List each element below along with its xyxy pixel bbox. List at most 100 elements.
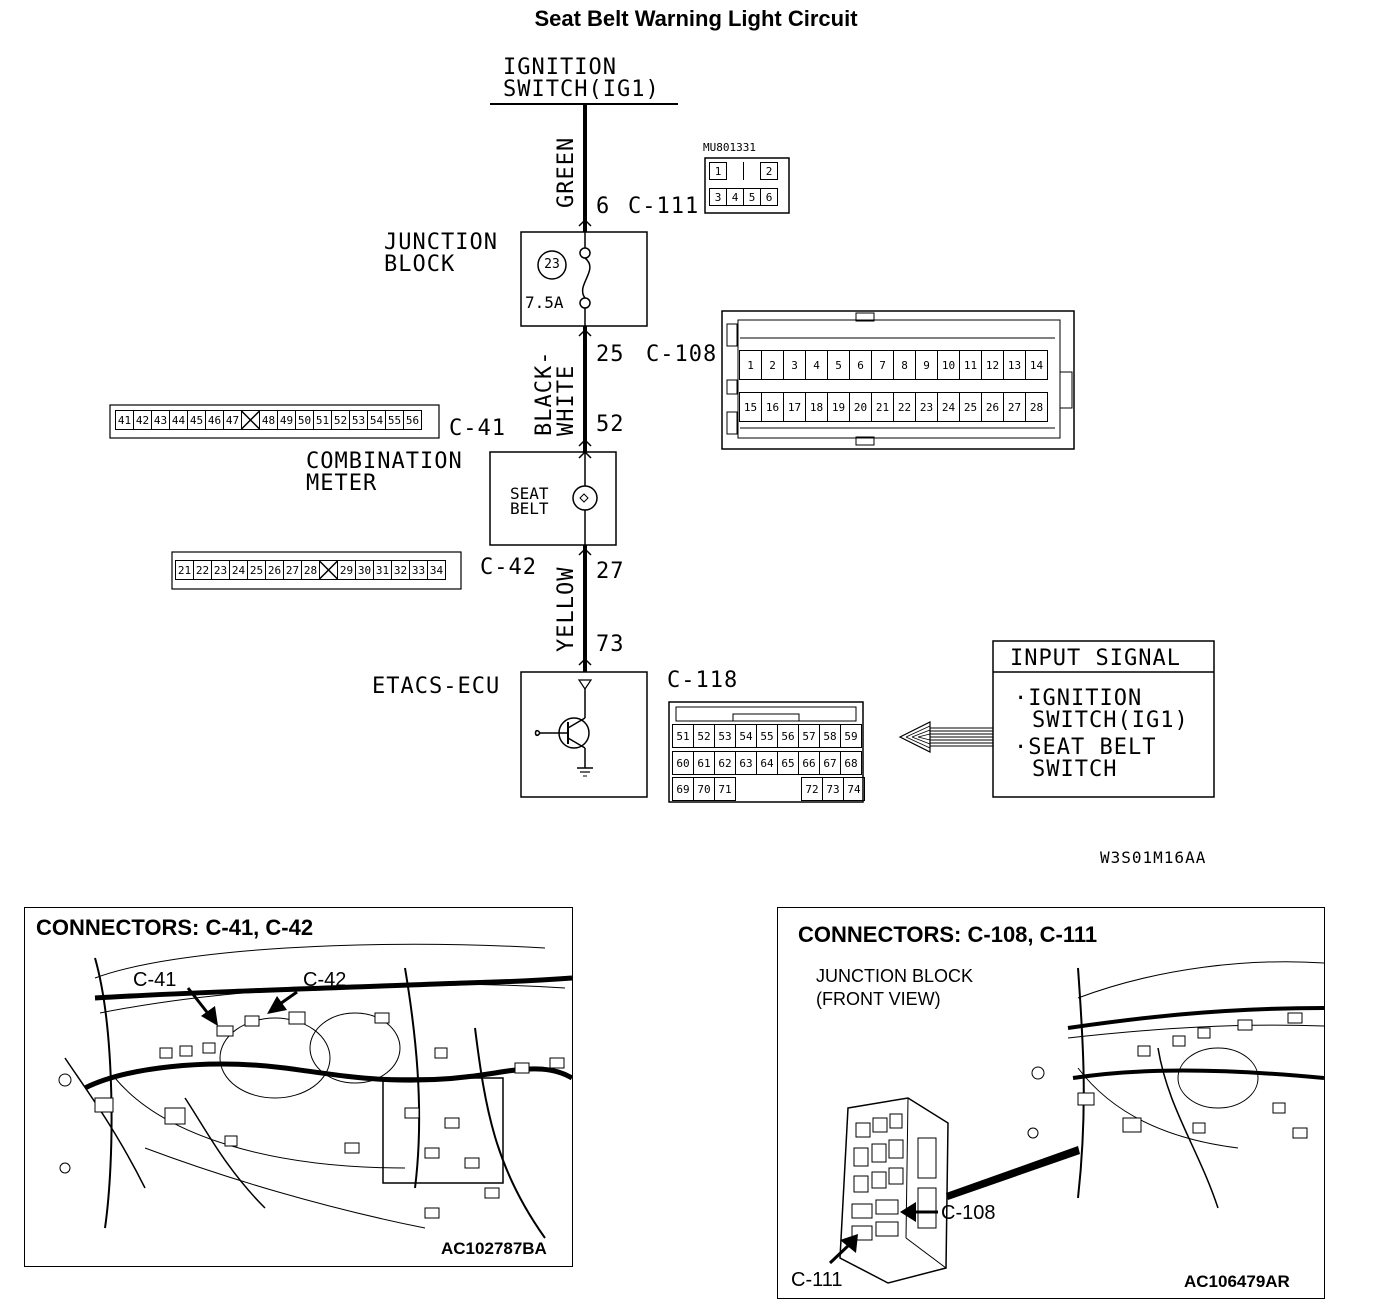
connector-pin: 45 — [187, 410, 206, 430]
dashboard-harness-illustration-left — [58, 943, 572, 1239]
connector-pin: 46 — [205, 410, 224, 430]
input-signal-item-1-line1: ·IGNITION — [1014, 686, 1143, 711]
input-signal-item-2-line2: SWITCH — [1032, 757, 1118, 782]
pin-73-label: 73 — [596, 632, 625, 657]
connector-pin: 9 — [915, 350, 938, 380]
connector-pin: 17 — [783, 392, 806, 422]
connector-pin: 27 — [1003, 392, 1026, 422]
c111-pin: 5 — [743, 188, 761, 206]
connector-pin: 25 — [959, 392, 982, 422]
connector-pin: 16 — [761, 392, 784, 422]
combo-label-line1: COMBINATION — [306, 449, 463, 474]
fuse-rating: 7.5A — [525, 293, 564, 312]
panel-right-subheading-line1: JUNCTION BLOCK — [816, 966, 974, 986]
connector-pin: 50 — [295, 410, 314, 430]
connector-pin: 54 — [735, 724, 757, 748]
junction-block-front-view: JUNCTION BLOCK (FRONT VIEW) — [816, 965, 973, 1011]
input-signal-item-1: ·IGNITION SWITCH(IG1) — [1014, 688, 1189, 732]
connector-pin: 56 — [777, 724, 799, 748]
ignition-switch-label: IGNITION SWITCH(IG1) — [503, 57, 660, 101]
connector-pin: 26 — [981, 392, 1004, 422]
connector-pin: 25 — [247, 560, 266, 580]
connector-pin: 11 — [959, 350, 982, 380]
connector-pin: 5 — [827, 350, 850, 380]
connector-pin: 44 — [169, 410, 188, 430]
connector-pin: 22 — [893, 392, 916, 422]
callout-c42: C-42 — [303, 969, 347, 991]
connector-pin: 4 — [805, 350, 828, 380]
connector-c111-label: C-111 — [628, 194, 700, 219]
pin-25-label: 25 — [596, 342, 625, 367]
input-signal-item-1-line2: SWITCH(IG1) — [1032, 708, 1189, 733]
connector-c41-label: C-41 — [449, 416, 506, 441]
connector-pin: 28 — [1025, 392, 1048, 422]
c111-row1: 1 2 — [709, 162, 778, 180]
connector-pin: 41 — [115, 410, 134, 430]
page-title: Seat Belt Warning Light Circuit — [534, 6, 858, 31]
connector-pin: 47 — [223, 410, 242, 430]
callout-c41: C-41 — [133, 969, 177, 991]
panel-right-heading: CONNECTORS: C-108, C-111 — [798, 922, 1098, 947]
connector-pin: 3 — [783, 350, 806, 380]
connector-pin-empty — [736, 777, 758, 801]
connector-pin: 55 — [756, 724, 778, 748]
connector-pin: 23 — [211, 560, 230, 580]
connector-pin: 68 — [840, 751, 862, 775]
junction-block-label: JUNCTION BLOCK — [384, 232, 498, 276]
connector-pin-empty — [241, 410, 260, 430]
connector-pin: 74 — [843, 777, 865, 801]
wire-color-yellow: YELLOW — [554, 566, 579, 652]
connector-pin: 66 — [798, 751, 820, 775]
panel-right-code: AC106479AR — [1184, 1272, 1290, 1291]
c111-empty — [726, 162, 744, 180]
pin-27-label: 27 — [596, 559, 625, 584]
connector-pin: 15 — [739, 392, 762, 422]
connector-pin: 43 — [151, 410, 170, 430]
connector-pin: 67 — [819, 751, 841, 775]
connector-pin: 72 — [801, 777, 823, 801]
connector-pin: 29 — [337, 560, 356, 580]
pin-52-label: 52 — [596, 412, 625, 437]
combo-label-line2: METER — [306, 471, 378, 496]
input-signal-item-2: ·SEAT BELT SWITCH — [1014, 737, 1156, 781]
connector-pin: 21 — [175, 560, 194, 580]
c111-pin: 4 — [726, 188, 744, 206]
connector-pin: 30 — [355, 560, 374, 580]
seat-belt-lamp-line2: BELT — [510, 499, 549, 518]
figure-code: W3S01M16AA — [1100, 848, 1207, 867]
c111-pin: 3 — [709, 188, 727, 206]
connector-pin: 62 — [714, 751, 736, 775]
ignition-label-line1: IGNITION — [503, 55, 617, 80]
connector-pin: 69 — [672, 777, 694, 801]
input-signal-item-2-line1: ·SEAT BELT — [1014, 735, 1157, 760]
connector-pin: 22 — [193, 560, 212, 580]
connector-pin: 64 — [756, 751, 778, 775]
connector-pin: 51 — [672, 724, 694, 748]
seat-belt-lamp-label: SEAT BELT — [510, 486, 549, 518]
wire-color-white-line: WHITE — [554, 364, 579, 436]
etacs-ecu-label: ETACS-ECU — [372, 674, 501, 699]
c111-pin: 2 — [760, 162, 778, 180]
connector-panel-right: CONNECTORS: C-108, C-111 JUNCTION BLOCK … — [777, 907, 1325, 1299]
connector-pin: 53 — [349, 410, 368, 430]
panel-right-subheading-line2: (FRONT VIEW) — [816, 989, 941, 1009]
connector-pin: 7 — [871, 350, 894, 380]
connector-pin: 34 — [427, 560, 446, 580]
connector-pin-empty — [758, 777, 780, 801]
callout-c108: C-108 — [941, 1202, 996, 1224]
connector-pin: 20 — [849, 392, 872, 422]
connector-panel-left: CONNECTORS: C-41, C-42 — [24, 907, 573, 1267]
connector-pin: 27 — [283, 560, 302, 580]
connector-pin: 61 — [693, 751, 715, 775]
ignition-label-line2: SWITCH(IG1) — [503, 77, 660, 102]
connector-pin: 12 — [981, 350, 1004, 380]
wire-color-black-white: BLACK- WHITE — [532, 351, 582, 436]
connector-pin: 65 — [777, 751, 799, 775]
